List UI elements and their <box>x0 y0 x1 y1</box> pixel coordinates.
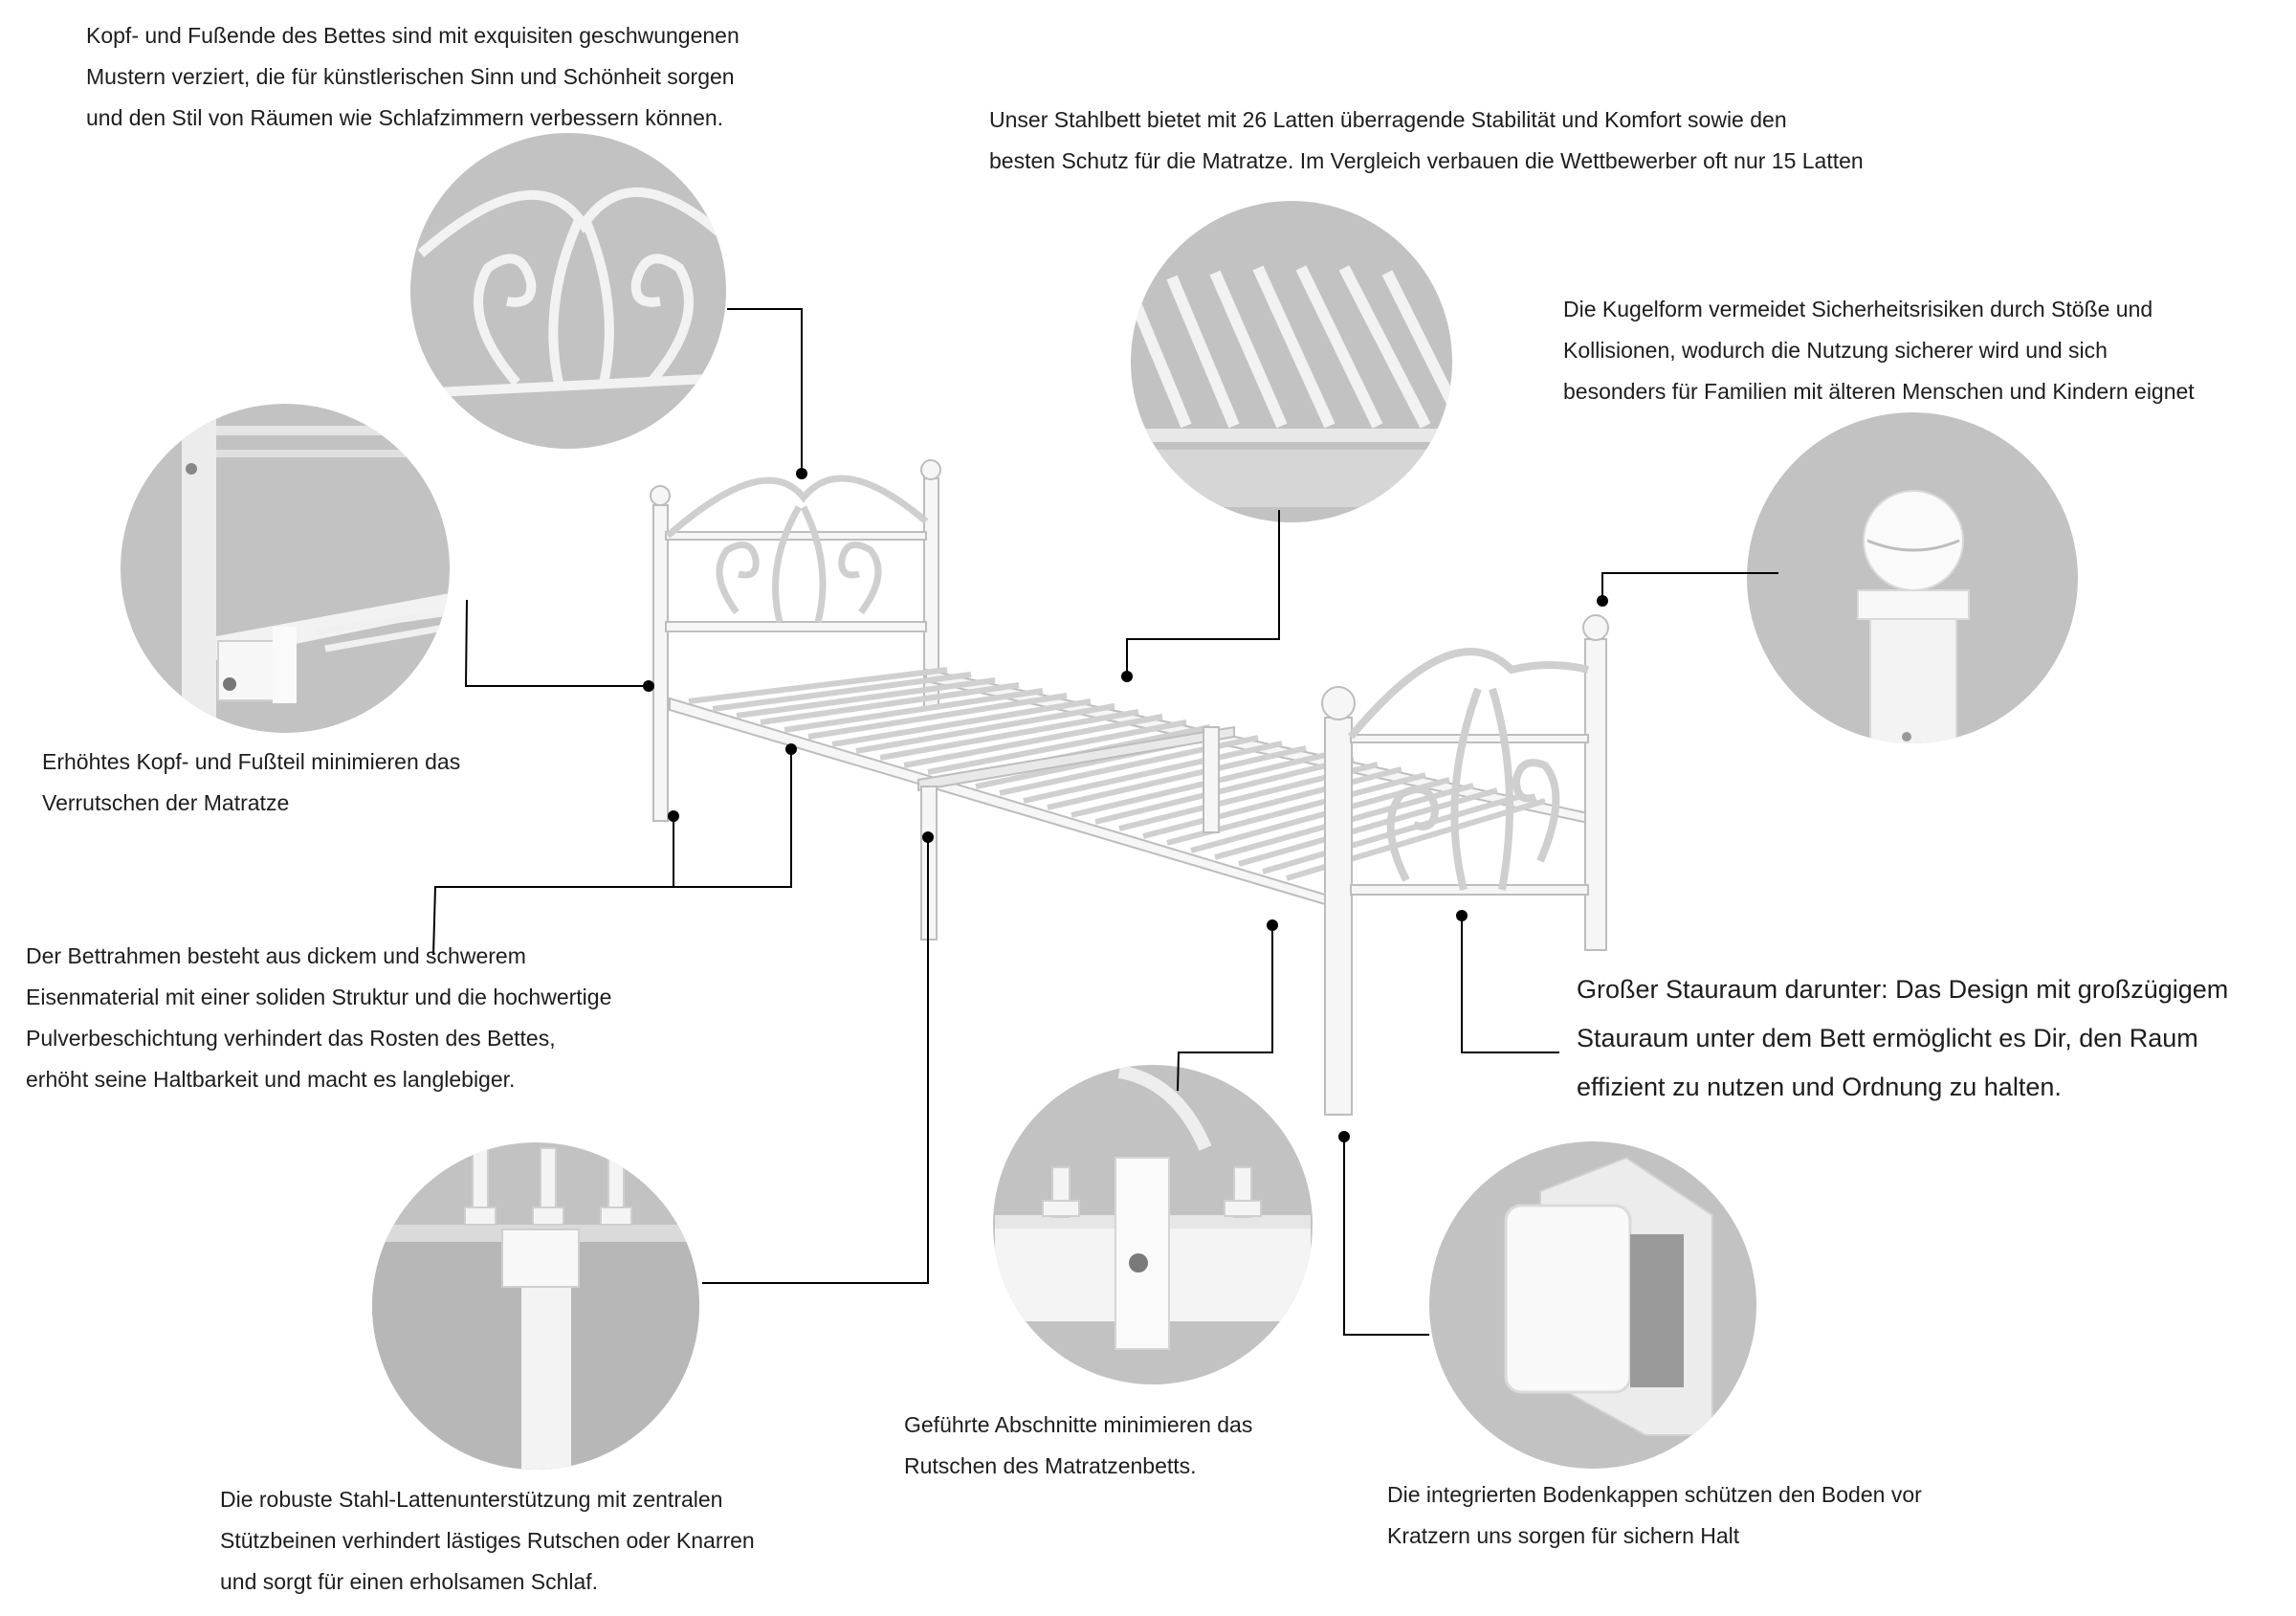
slat-support-detail-icon <box>372 1142 699 1470</box>
raised-end-detail-icon <box>121 404 450 733</box>
caption-line: effizient zu nutzen und Ordnung zu halte… <box>1577 1073 2062 1101</box>
footboard-post-front <box>1324 717 1353 1116</box>
caption-line: Verrutschen der Matratze <box>42 790 290 815</box>
footboard-post-back <box>1584 638 1607 951</box>
headboard-post-left <box>652 504 669 822</box>
caption-line: und den Stil von Räumen wie Schlafzimmer… <box>86 105 724 130</box>
storage-caption: Großer Stauraum darunter: Das Design mit… <box>1577 965 2228 1112</box>
caption-line: Geführte Abschnitte minimieren das <box>904 1412 1253 1437</box>
caption-line: Kratzern uns sorgen für sichern Halt <box>1387 1523 1740 1548</box>
floor-cap-detail-icon <box>1429 1141 1756 1469</box>
caption-line: Stützbeinen verhindert lästiges Rutschen… <box>220 1528 755 1553</box>
ball-finial-detail-icon <box>1747 412 2078 743</box>
caption-line: besten Schutz für die Matratze. Im Vergl… <box>989 148 1864 173</box>
slat-detail-icon <box>1131 201 1452 522</box>
footboard-ball-back <box>1582 614 1609 641</box>
slat-guide-detail-icon <box>993 1065 1313 1384</box>
leader-dots <box>643 468 1608 1142</box>
raised-end-caption: Erhöhtes Kopf- und Fußteil minimieren da… <box>42 742 460 824</box>
caption-line: Großer Stauraum darunter: Das Design mit… <box>1577 975 2229 1004</box>
caption-line: Der Bettrahmen besteht aus dickem und sc… <box>26 943 526 968</box>
leader-lines <box>432 308 1778 1336</box>
support-caption: Die robuste Stahl-Lattenunterstützung mi… <box>220 1479 755 1603</box>
caption-line: Die integrierten Bodenkappen schützen de… <box>1387 1482 1922 1507</box>
caption-line: Rutschen des Matratzenbetts. <box>904 1453 1197 1478</box>
caption-line: besonders für Familien mit älteren Mensc… <box>1563 379 2195 404</box>
headboard-ball-left <box>650 485 671 506</box>
bed-frame-illustration <box>650 459 1609 1116</box>
headboard-ball-right <box>920 459 941 480</box>
caption-line: Stauraum unter dem Bett ermöglicht es Di… <box>1577 1024 2198 1052</box>
guided-caption: Geführte Abschnitte minimieren das Rutsc… <box>904 1405 1252 1487</box>
caption-line: Erhöhtes Kopf- und Fußteil minimieren da… <box>42 749 461 774</box>
slats-caption: Unser Stahlbett bietet mit 26 Latten übe… <box>989 100 1864 182</box>
caption-line: erhöht seine Haltbarkeit und macht es la… <box>26 1067 516 1092</box>
headboard-caption: Kopf- und Fußende des Bettes sind mit ex… <box>86 15 740 139</box>
caption-line: Pulverbeschichtung verhindert das Rosten… <box>26 1026 556 1051</box>
caption-line: Kopf- und Fußende des Bettes sind mit ex… <box>86 23 740 48</box>
caption-line: Unser Stahlbett bietet mit 26 Latten übe… <box>989 107 1787 132</box>
caption-line: Die Kugelform vermeidet Sicherheitsrisik… <box>1563 297 2153 321</box>
footboard-ball-front <box>1321 686 1356 720</box>
caption-line: Mustern verziert, die für künstlerischen… <box>86 64 735 89</box>
frame-caption: Der Bettrahmen besteht aus dickem und sc… <box>26 936 611 1100</box>
caption-line: Eisenmaterial mit einer soliden Struktur… <box>26 985 612 1009</box>
caption-line: und sorgt für einen erholsamen Schlaf. <box>220 1569 599 1594</box>
caption-line: Die robuste Stahl-Lattenunterstützung mi… <box>220 1487 723 1512</box>
ball-caption: Die Kugelform vermeidet Sicherheitsrisik… <box>1563 289 2195 412</box>
caption-line: Kollisionen, wodurch die Nutzung sichere… <box>1563 338 2108 363</box>
headboard-scroll-detail-icon <box>410 133 726 449</box>
floor-cap-caption: Die integrierten Bodenkappen schützen de… <box>1387 1474 1922 1557</box>
